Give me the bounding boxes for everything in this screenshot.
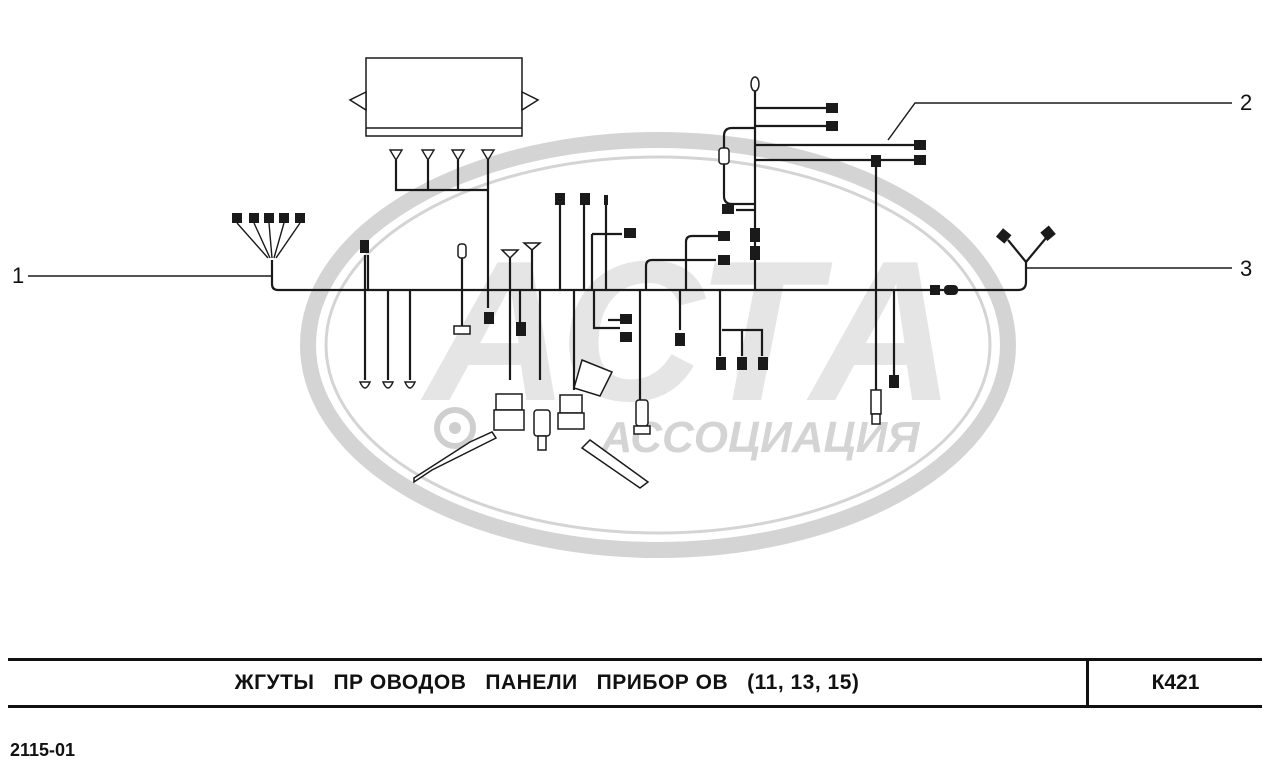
callout-3: 3: [1240, 256, 1253, 281]
main-harness-trunk: [270, 260, 1028, 292]
document-id: 2115-01: [10, 740, 76, 760]
left-connector-fan: [232, 213, 305, 259]
drawing-title: ЖГУТЫ ПР ОВОДОВ ПАНЕЛИ ПРИБОР ОВ (11, 13…: [8, 661, 1089, 705]
left-lamp-branches: [358, 240, 471, 389]
watermark-sub-text: АССОЦИАЦИЯ: [600, 413, 921, 462]
callout-2: 2: [1240, 90, 1253, 115]
center-switch-branches: [413, 193, 650, 489]
callout-2-leader: [887, 102, 1232, 141]
upper-right-harness: [718, 76, 926, 425]
control-unit-box: [348, 57, 540, 324]
title-block: ЖГУТЫ ПР ОВОДОВ ПАНЕЛИ ПРИБОР ОВ (11, 13…: [8, 658, 1262, 708]
wiring-harness-diagram: АСТА АССОЦИАЦИЯ: [28, 57, 1232, 558]
right-connector-fork: [930, 225, 1056, 295]
drawing-code: К421: [1151, 671, 1200, 694]
watermark-logo: АСТА АССОЦИАЦИЯ: [300, 132, 1016, 558]
right-center-branches: [633, 231, 768, 435]
callout-1: 1: [12, 263, 25, 288]
